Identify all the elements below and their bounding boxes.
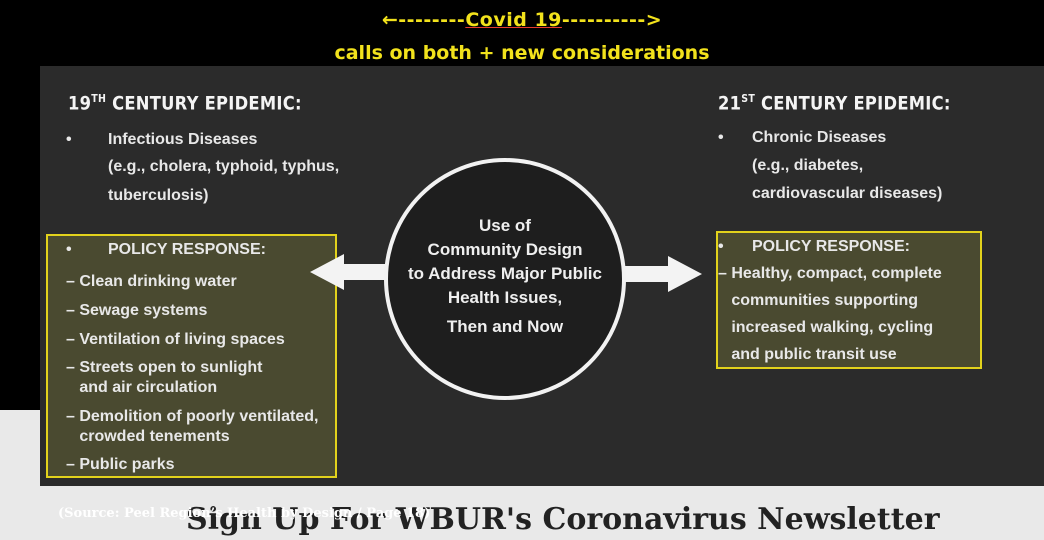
left-arrow-text: ←-------- — [381, 9, 466, 31]
left-policy-item-4: and air circulation — [66, 379, 218, 396]
right-policy-item-3: and public transit use — [718, 346, 897, 363]
left-policy-bullet: • — [66, 241, 72, 258]
right-policy-item-0: – Healthy, compact, complete — [718, 265, 942, 282]
right-item-line3: cardiovascular diseases) — [752, 185, 943, 202]
right-policy-title: POLICY RESPONSE: — [752, 238, 910, 255]
right-arrow-text: ----------> — [561, 9, 663, 31]
left-item-line2: (e.g., cholera, typhoid, typhus, — [108, 158, 340, 175]
left-policy-item-3: – Streets open to sunlight — [66, 359, 263, 376]
left-arrow-icon — [310, 254, 400, 290]
right-policy-item-2: increased walking, cycling — [718, 319, 934, 336]
right-arrow-icon — [618, 256, 702, 292]
covid-banner-subtitle: calls on both + new considerations — [334, 42, 710, 64]
center-line-3: to Address Major Public — [408, 264, 602, 283]
center-line-5: Then and Now — [446, 317, 564, 336]
left-policy-item-5: – Demolition of poorly ventilated, — [66, 408, 319, 425]
left-item-line3: tuberculosis) — [108, 187, 209, 204]
left-bullet: • — [66, 131, 72, 148]
right-policy-bullet: • — [718, 238, 724, 255]
left-policy-item-7: – Public parks — [66, 456, 175, 473]
source-caption: (Source: Peel Region’s Health by Design … — [58, 506, 431, 521]
left-item-title: Infectious Diseases — [108, 131, 258, 148]
covid-label: Covid 19 — [465, 9, 562, 31]
right-bullet: • — [718, 129, 724, 146]
top-banner — [0, 0, 1044, 66]
covid-banner-title: ←--------Covid 19----------> — [0, 9, 1044, 31]
left-policy-item-6: crowded tenements — [66, 428, 230, 445]
right-item-line2: (e.g., diabetes, — [752, 157, 864, 174]
left-policy-title: POLICY RESPONSE: — [108, 241, 266, 258]
left-policy-item-2: – Ventilation of living spaces — [66, 331, 285, 348]
center-circle — [384, 158, 626, 400]
right-heading: 21ST CENTURY EPIDEMIC: — [718, 92, 951, 115]
left-policy-item-1: – Sewage systems — [66, 302, 208, 319]
left-policy-box — [46, 234, 337, 478]
newsletter-heading[interactable]: Sign Up For WBUR's Coronavirus Newslette… — [186, 502, 940, 537]
right-policy-box — [716, 231, 982, 369]
left-heading: 19TH CENTURY EPIDEMIC: — [68, 92, 302, 115]
center-line-1: Use of — [479, 216, 531, 235]
center-line-4: Health Issues, — [447, 288, 563, 307]
right-item-title: Chronic Diseases — [752, 129, 887, 146]
center-line-2: Community Design — [427, 240, 583, 259]
left-policy-item-0: – Clean drinking water — [66, 273, 237, 290]
right-policy-item-1: communities supporting — [718, 292, 919, 309]
